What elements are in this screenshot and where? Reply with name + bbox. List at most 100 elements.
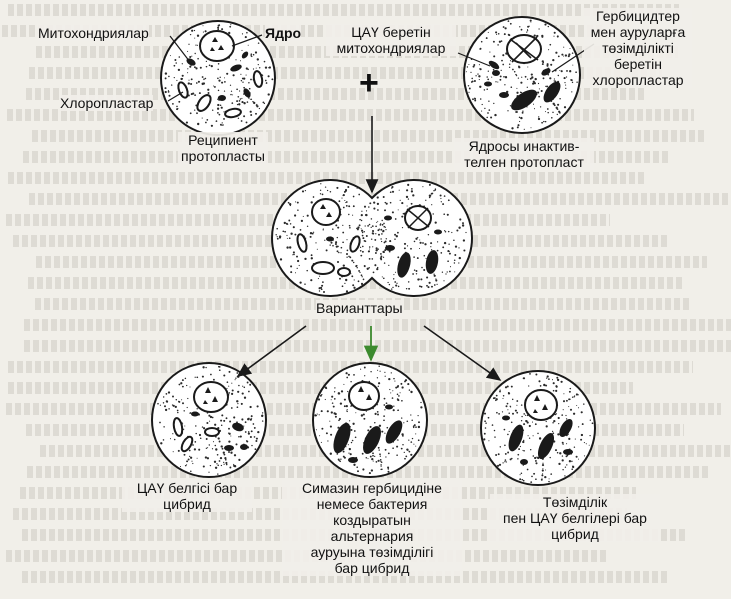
stipple-dot — [239, 435, 242, 438]
stipple-dot — [516, 91, 519, 94]
stipple-dot — [561, 455, 564, 457]
stipple-dot — [577, 426, 580, 428]
stipple-dot — [230, 24, 232, 26]
stipple-dot — [195, 44, 197, 46]
stipple-dot — [589, 434, 591, 437]
stipple-dot — [380, 461, 383, 464]
stipple-dot — [565, 76, 568, 78]
stipple-dot — [454, 245, 458, 248]
stipple-dot — [217, 26, 220, 29]
stipple-dot — [534, 456, 536, 459]
stipple-dot — [168, 408, 170, 410]
stipple-dot — [320, 288, 323, 291]
stipple-dot — [422, 242, 424, 244]
stipple-dot — [534, 77, 537, 81]
stipple-dot — [580, 438, 583, 441]
stipple-dot — [435, 279, 438, 282]
stipple-dot — [246, 381, 249, 384]
stipple-dot — [325, 387, 328, 390]
stipple-dot — [411, 419, 413, 421]
stipple-dot — [516, 400, 519, 402]
stipple-dot — [374, 264, 377, 267]
stipple-dot — [406, 189, 409, 192]
stipple-dot — [541, 121, 543, 124]
stipple-dot — [479, 47, 482, 50]
stipple-dot — [462, 239, 466, 242]
stipple-dot — [504, 461, 506, 463]
stipple-dot — [507, 451, 510, 454]
stipple-dot — [384, 226, 387, 228]
stipple-dot — [556, 378, 560, 382]
stipple-dot — [520, 420, 523, 422]
stipple-dot — [360, 214, 363, 217]
stipple-dot — [520, 116, 523, 120]
stipple-dot — [357, 226, 360, 229]
stipple-dot — [235, 377, 237, 379]
stipple-dot — [383, 222, 385, 225]
stipple-dot — [186, 464, 188, 466]
stipple-dot — [354, 436, 357, 439]
stipple-dot — [174, 405, 177, 409]
stipple-dot — [585, 443, 587, 445]
stipple-dot — [546, 108, 549, 110]
stipple-dot — [238, 100, 241, 102]
stipple-dot — [394, 218, 397, 220]
stipple-dot — [552, 111, 554, 114]
stipple-dot — [304, 257, 307, 261]
stipple-dot — [538, 95, 540, 98]
stipple-dot — [342, 206, 345, 209]
stipple-dot — [249, 405, 252, 409]
stipple-dot — [288, 237, 291, 240]
stipple-dot — [413, 443, 415, 445]
stipple-dot — [295, 201, 297, 203]
stipple-dot — [385, 229, 387, 231]
stipple-dot — [484, 427, 487, 429]
stipple-dot — [544, 475, 547, 479]
stipple-dot — [532, 455, 535, 457]
stipple-dot — [532, 103, 535, 105]
stipple-dot — [375, 249, 378, 252]
stipple-dot — [528, 385, 530, 387]
stipple-dot — [430, 246, 432, 248]
stipple-dot — [447, 230, 450, 233]
stipple-dot — [563, 77, 566, 80]
stipple-dot — [172, 451, 174, 453]
stipple-dot — [180, 382, 183, 385]
stipple-dot — [262, 101, 265, 104]
stipple-dot — [522, 449, 524, 451]
stipple-dot — [253, 426, 256, 429]
stipple-dot — [248, 390, 250, 393]
stipple-dot — [217, 77, 219, 80]
stipple-dot — [218, 369, 221, 372]
stipple-dot — [205, 65, 208, 68]
stipple-dot — [526, 30, 529, 32]
stipple-dot — [562, 409, 564, 411]
stipple-dot — [219, 76, 221, 79]
stipple-dot — [502, 63, 505, 66]
stipple-dot — [549, 456, 551, 459]
stipple-dot — [487, 416, 490, 419]
stipple-dot — [360, 274, 363, 277]
stipple-dot — [403, 451, 405, 454]
stipple-dot — [231, 392, 234, 395]
stipple-dot — [249, 383, 252, 386]
stipple-dot — [431, 204, 433, 206]
stipple-dot — [509, 105, 512, 107]
stipple-dot — [224, 81, 226, 83]
stipple-dot — [553, 35, 555, 37]
stipple-dot — [465, 71, 467, 73]
stipple-dot — [321, 393, 323, 396]
stipple-dot — [451, 231, 453, 234]
stipple-dot — [420, 285, 423, 288]
stipple-dot — [542, 77, 545, 80]
stipple-dot — [488, 109, 491, 111]
stipple-dot — [384, 375, 386, 377]
stipple-dot — [490, 116, 493, 119]
stipple-dot — [371, 225, 374, 227]
stipple-dot — [508, 430, 510, 432]
stipple-dot — [222, 124, 224, 126]
stipple-dot — [571, 468, 573, 471]
stipple-dot — [397, 409, 399, 412]
stipple-dot — [263, 102, 266, 105]
